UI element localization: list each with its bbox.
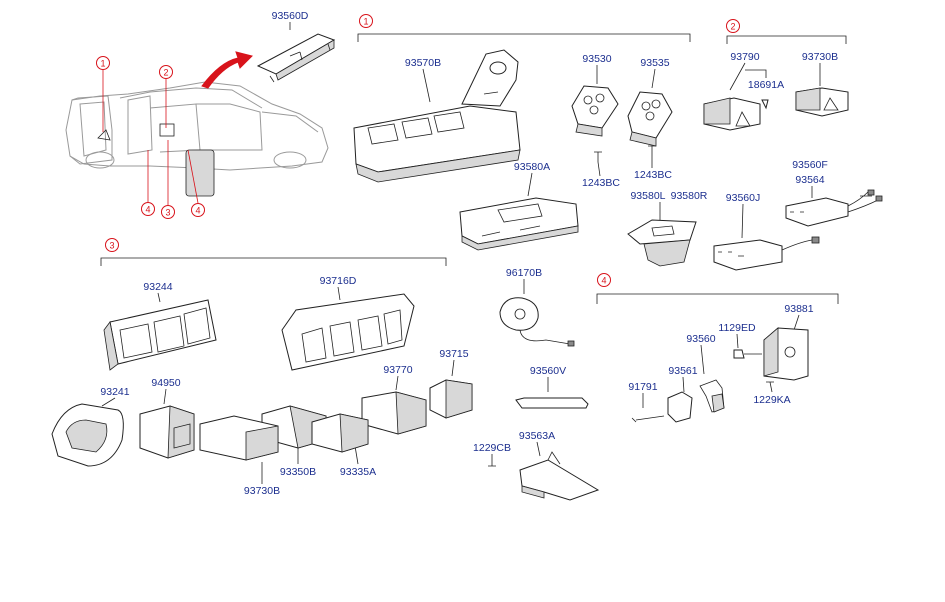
svg-text:4: 4 (601, 276, 606, 286)
svg-text:2: 2 (163, 68, 168, 78)
svg-text:1229KA: 1229KA (753, 394, 790, 406)
svg-text:1229CB: 1229CB (473, 442, 511, 454)
svg-text:93244: 93244 (143, 281, 172, 293)
part-93241: 93241 (51, 386, 130, 467)
part-18691A: 18691A (748, 79, 784, 91)
svg-text:91791: 91791 (628, 381, 657, 393)
car-callouts: 1 2 4 3 4 (96, 56, 205, 219)
pointer-arrow (201, 51, 253, 89)
part-93580L-93580R: 93580L 93580R (627, 190, 708, 267)
part-93580A: 93580A (459, 161, 579, 251)
part-93560J: 93560J (713, 192, 820, 271)
svg-text:93716D: 93716D (320, 275, 357, 287)
svg-text:93335A: 93335A (340, 466, 376, 478)
svg-text:93790: 93790 (730, 51, 759, 63)
svg-text:93560V: 93560V (530, 365, 566, 377)
svg-text:94950: 94950 (151, 377, 180, 389)
svg-text:93730B: 93730B (802, 51, 838, 63)
part-1129ED: 1129ED (718, 322, 762, 359)
part-93530: 93530 1243BC (571, 53, 620, 189)
svg-text:1: 1 (100, 59, 105, 69)
svg-text:93560F: 93560F (792, 159, 828, 171)
svg-text:93770: 93770 (383, 364, 412, 376)
svg-text:4: 4 (195, 206, 200, 216)
group-3-bracket: 3 (100, 238, 447, 266)
svg-text:1243BC: 1243BC (582, 177, 620, 189)
part-93570B: 93570B (353, 49, 521, 183)
part-94950: 94950 (139, 377, 195, 459)
part-93560D: 93560D (256, 10, 336, 83)
part-93335A: 93335A (311, 413, 376, 478)
part-93563A: 93563A (519, 430, 600, 501)
svg-text:93564: 93564 (795, 174, 824, 186)
part-93716D: 93716D (281, 275, 415, 371)
part-93730B-bottom: 93730B (199, 415, 280, 497)
svg-text:93561: 93561 (668, 365, 697, 377)
svg-text:1129ED: 1129ED (718, 322, 756, 334)
part-93535: 93535 1243BC (627, 57, 673, 181)
part-93560: 93560 (686, 333, 716, 375)
svg-text:2: 2 (730, 22, 735, 32)
part-93560F-93564: 93560F 93564 (785, 159, 883, 227)
svg-text:3: 3 (109, 241, 114, 251)
svg-text:93580L: 93580L (630, 190, 665, 202)
car-outline (65, 81, 329, 197)
svg-text:93530: 93530 (582, 53, 611, 65)
svg-text:3: 3 (165, 208, 170, 218)
part-93770: 93770 (361, 364, 427, 435)
part-93790: 93790 (703, 51, 769, 131)
group-2-bracket: 2 (726, 19, 847, 44)
part-93560V: 93560V (515, 365, 589, 409)
svg-text:93570B: 93570B (405, 57, 441, 69)
svg-text:96170B: 96170B (506, 267, 542, 279)
svg-text:18691A: 18691A (748, 79, 784, 91)
svg-text:93563A: 93563A (519, 430, 555, 442)
part-93730B-top: 93730B (795, 51, 849, 117)
part-1229KA: 1229KA (753, 381, 791, 406)
svg-text:4: 4 (145, 205, 150, 215)
svg-text:93535: 93535 (640, 57, 669, 69)
part-1229CB: 1229CB (473, 442, 511, 467)
svg-text:93715: 93715 (439, 348, 468, 360)
svg-text:93241: 93241 (100, 386, 129, 398)
part-93244: 93244 (103, 281, 217, 371)
part-96170B: 96170B (499, 267, 575, 347)
part-91791: 91791 (628, 381, 665, 423)
svg-text:93881: 93881 (784, 303, 813, 315)
group-4-bracket: 4 (596, 273, 839, 304)
svg-text:93560J: 93560J (726, 192, 760, 204)
svg-text:93560: 93560 (686, 333, 715, 345)
svg-text:93730B: 93730B (244, 485, 280, 497)
group-1-bracket: 1 (357, 14, 691, 42)
svg-text:93580A: 93580A (514, 161, 550, 173)
part-93881: 93881 (763, 303, 814, 381)
part-93715: 93715 (429, 348, 473, 419)
svg-text:93560D: 93560D (272, 10, 309, 22)
svg-text:1243BC: 1243BC (634, 169, 672, 181)
svg-text:93580R: 93580R (671, 190, 708, 202)
svg-text:93350B: 93350B (280, 466, 316, 478)
svg-text:1: 1 (363, 17, 368, 27)
part-93561: 93561 (667, 365, 725, 423)
